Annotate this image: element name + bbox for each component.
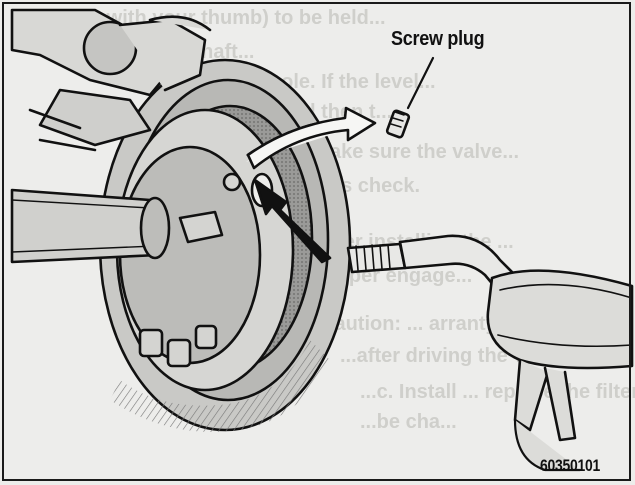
figure-code: 60350101 [540, 456, 600, 476]
screw-plug-label: Screw plug [391, 28, 484, 51]
figure-border [2, 2, 631, 481]
